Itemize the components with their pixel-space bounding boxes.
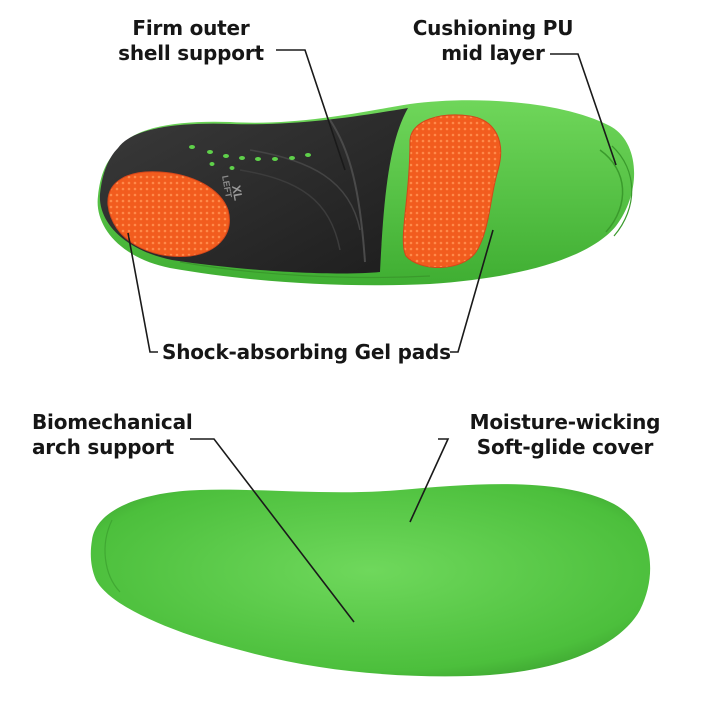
svg-text:XL: XL	[229, 184, 245, 202]
label-arch-support: Biomechanical arch support	[32, 410, 193, 459]
bottom-insole-cover	[90, 484, 651, 677]
insole-size-marking: LEFT	[220, 175, 234, 199]
pointer-lines	[127, 49, 617, 623]
label-gel-pads: Shock-absorbing Gel pads	[162, 340, 451, 364]
label-cover: Moisture-wicking Soft-glide cover	[469, 410, 661, 459]
forefoot-gel-pad	[402, 114, 502, 268]
svg-text:LEFT: LEFT	[220, 175, 234, 199]
vent-holes	[189, 145, 311, 170]
heel-gel-pad	[107, 171, 230, 258]
label-cushioning-pu: Cushioning PU mid layer	[412, 16, 574, 65]
label-firm-outer-shell: Firm outer shell support	[118, 16, 264, 65]
